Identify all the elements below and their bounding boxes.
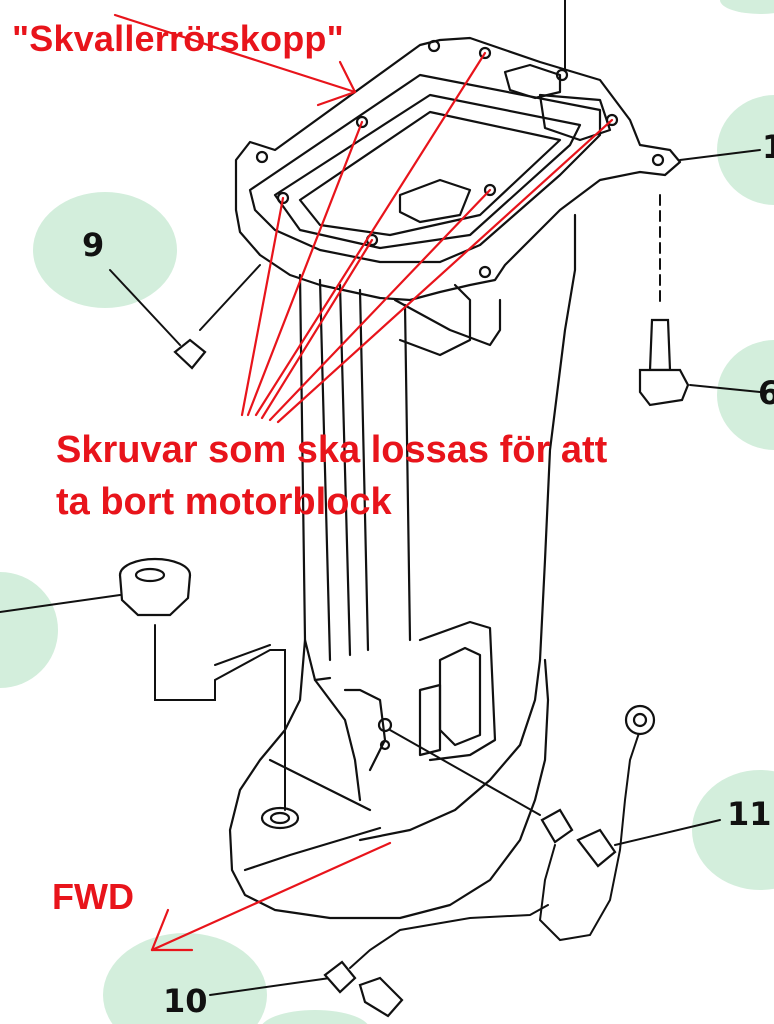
bolts-annotation: Skruvar som ska lossas för att ta bort m… xyxy=(56,424,607,528)
cable-terminal-mid-icon xyxy=(540,808,574,844)
bolt-10-icon xyxy=(358,976,404,1018)
callout-bubble-bottom xyxy=(262,1010,368,1024)
callout-bubble-10 xyxy=(103,933,267,1024)
callout-bubble-top-right xyxy=(717,95,774,205)
callout-number-10: 10 xyxy=(163,982,208,1020)
callout-bubble-6 xyxy=(717,340,774,450)
small-parts xyxy=(118,318,690,1018)
bolt-6-icon xyxy=(648,318,672,372)
callout-number-6: 6 xyxy=(758,374,774,412)
skvallerrorskopp-label: "Skvallerrörskopp" xyxy=(12,18,344,59)
callout-number-11: 11 xyxy=(727,795,772,833)
callout-bubble-top-right-corner xyxy=(720,0,774,14)
callout-bubble-9 xyxy=(33,192,177,308)
red-annotation-lines xyxy=(113,13,614,952)
bolts-annotation-line-2: ta bort motorblock xyxy=(56,481,392,523)
bolts-annotation-line-1: Skruvar som ska lossas för att xyxy=(56,429,608,471)
plug-9-icon xyxy=(173,338,207,370)
leader-lines xyxy=(0,0,761,996)
fwd-label: FWD xyxy=(52,876,134,917)
callout-number-9: 9 xyxy=(82,226,104,264)
bolt-11-icon xyxy=(576,828,617,868)
callout-number-top-right: 1 xyxy=(762,128,774,166)
callout-bubble-left xyxy=(0,572,58,688)
cable-terminal-bottom-icon xyxy=(323,960,357,994)
callout-bubble-11 xyxy=(692,770,774,890)
